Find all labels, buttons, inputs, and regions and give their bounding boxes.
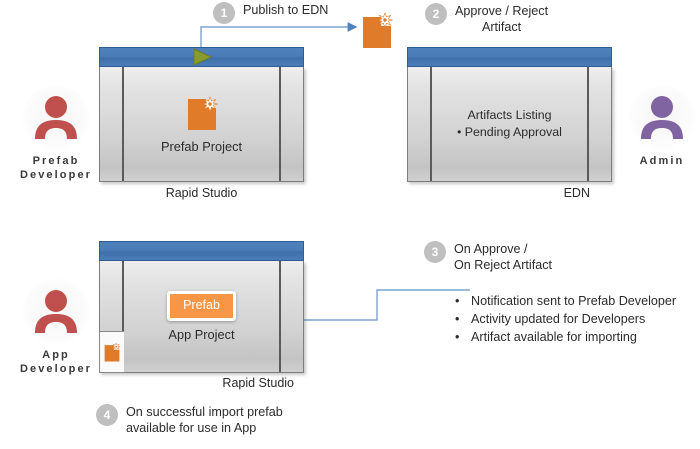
actor-glow xyxy=(628,85,696,153)
artifact-icon xyxy=(363,12,393,48)
window-body: Artifacts Listing • Pending Approval xyxy=(407,67,612,182)
window-pane-left xyxy=(100,67,124,181)
list-item: • Notification sent to Prefab Developer xyxy=(455,292,690,310)
window-content-label: App Project xyxy=(168,327,235,342)
window-pane-center: Prefab App Project xyxy=(124,261,279,372)
bullet-glyph: • xyxy=(455,312,460,326)
listing-item-label: Pending Approval xyxy=(464,125,562,139)
list-item: • Artifact available for importing xyxy=(455,328,690,346)
prefab-chip[interactable]: Prefab xyxy=(167,291,236,321)
step-label: On successful import prefab available fo… xyxy=(126,405,283,435)
step-number: 3 xyxy=(424,241,446,263)
actor-name: Admin xyxy=(639,155,685,167)
window-pane-right xyxy=(279,67,303,181)
window-pane-left xyxy=(408,67,432,181)
window-pane-center: Artifacts Listing • Pending Approval xyxy=(432,67,587,181)
window-content-label: Prefab Project xyxy=(160,138,243,154)
step-2: 2 Approve / Reject Artifact xyxy=(425,3,548,35)
imported-artifact-tile[interactable] xyxy=(99,331,124,373)
list-item-label: Activity updated for Developers xyxy=(471,312,646,326)
window-app-project[interactable]: Prefab App Project Rapid Studio xyxy=(99,241,304,390)
person-icon xyxy=(35,96,77,139)
artifacts-listing: Artifacts Listing • Pending Approval xyxy=(457,107,562,141)
actor-name: Prefab Developer xyxy=(19,155,93,181)
actor-prefab-developer: Prefab Developer xyxy=(8,85,104,182)
play-triangle-icon[interactable] xyxy=(191,48,213,66)
step-number: 2 xyxy=(425,3,447,25)
window-pane-right xyxy=(279,261,303,372)
person-icon xyxy=(641,96,683,139)
step-3: 3 On Approve / On Reject Artifact xyxy=(424,241,552,273)
bullet-glyph: • xyxy=(457,125,462,139)
window-body: Prefab Project xyxy=(99,67,304,182)
window-pane-left xyxy=(99,261,124,373)
listing-title: Artifacts Listing xyxy=(467,108,552,122)
person-icon xyxy=(35,290,77,333)
bullet-glyph: • xyxy=(455,294,460,308)
published-artifact xyxy=(360,11,394,54)
actor-admin: Admin xyxy=(614,85,700,168)
window-titlebar[interactable] xyxy=(99,47,304,67)
list-item-label: Artifact available for importing xyxy=(471,330,637,344)
outcome-bullet-list: • Notification sent to Prefab Developer … xyxy=(455,292,690,346)
step-label: Approve / Reject Artifact xyxy=(455,4,549,34)
step-number: 4 xyxy=(96,404,118,426)
window-titlebar[interactable] xyxy=(407,47,612,67)
listing-item: • Pending Approval xyxy=(457,124,562,141)
actor-glow xyxy=(22,85,90,153)
window-edn[interactable]: Artifacts Listing • Pending Approval EDN xyxy=(407,47,612,200)
actor-glow xyxy=(22,279,90,347)
window-caption: Rapid Studio xyxy=(222,376,294,390)
window-pane-center: Prefab Project xyxy=(124,67,279,181)
actor-name: App Developer xyxy=(19,349,93,375)
step-4: 4 On successful import prefab available … xyxy=(96,404,283,436)
artifact-icon xyxy=(104,342,121,362)
list-item-label: Notification sent to Prefab Developer xyxy=(471,294,677,308)
window-caption: EDN xyxy=(563,186,590,200)
window-prefab-project[interactable]: Prefab Project Rapid Studio xyxy=(99,47,304,200)
step-1: 1 Publish to EDN xyxy=(213,2,328,24)
window-pane-right xyxy=(587,67,611,181)
list-item: • Activity updated for Developers xyxy=(455,310,690,328)
bullet-glyph: • xyxy=(455,330,460,344)
artifact-icon xyxy=(187,95,218,130)
step-number: 1 xyxy=(213,2,235,24)
window-caption: Rapid Studio xyxy=(165,186,238,200)
step-label: Publish to EDN xyxy=(243,3,329,17)
window-body: Prefab App Project xyxy=(99,261,304,373)
step-label: On Approve / On Reject Artifact xyxy=(454,242,552,272)
actor-app-developer: App Developer xyxy=(8,279,104,376)
window-titlebar[interactable] xyxy=(99,241,304,261)
